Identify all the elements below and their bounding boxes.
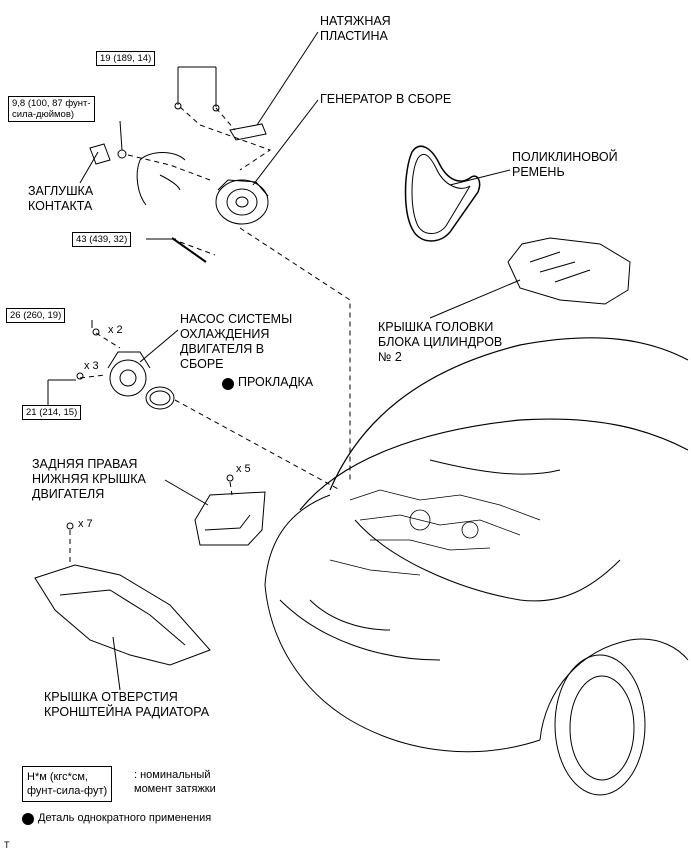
quantity-label: x 2 [108,324,123,336]
legend-unit-box: Н*м (кгс*см, фунт-сила-фут) [22,766,113,802]
leader-water-pump [139,329,179,363]
label-contact-plug: ЗАГЛУШКА КОНТАКТА [28,184,94,213]
legend-single-use-mark [22,813,34,825]
torque-box: 19 (189, 14) [96,51,156,66]
leader-contact-plug [79,151,99,184]
torque-box: 9,8 (100, 87 фунт- сила-дюймов) [8,96,95,122]
leader-rear-cover [164,479,209,506]
label-head-cover: КРЫШКА ГОЛОВКИ БЛОКА ЦИЛИНДРОВ № 2 [378,320,503,364]
label-tension-plate: НАТЯЖНАЯ ПЛАСТИНА [320,14,391,43]
leader-tension-plate [256,31,319,126]
label-radiator-cover: КРЫШКА ОТВЕРСТИЯ КРОНШТЕЙНА РАДИАТОРА [44,690,210,719]
label-gasket: ПРОКЛАДКА [238,375,314,389]
label-v-belt: ПОЛИКЛИНОВОЙ РЕМЕНЬ [512,150,618,179]
label-rear-cover: ЗАДНЯЯ ПРАВАЯ НИЖНЯЯ КРЫШКА ДВИГАТЕЛЯ [32,457,146,501]
torque-box: 21 (214, 15) [22,405,82,420]
quantity-label: x 7 [78,518,93,530]
label-water-pump: НАСОС СИСТЕМЫ ОХЛАЖДЕНИЯ ДВИГАТЕЛЯ В СБО… [180,312,293,371]
legend-unit-description: : номинальный момент затяжки [134,769,216,795]
leader-v-belt [449,169,511,186]
torque-box: 26 (260, 19) [6,308,66,323]
leader-head-cover [429,279,521,319]
label-alternator: ГЕНЕРАТОР В СБОРЕ [320,92,452,106]
single-use-mark [222,378,234,390]
corner-mark: T [4,840,10,850]
quantity-label: x 3 [84,360,99,372]
legend-single-use-text: Деталь однократного применения [38,812,212,824]
leader-radiator-cover [112,636,121,691]
quantity-label: x 5 [236,463,251,475]
torque-box: 43 (439, 32) [72,232,132,247]
leader-alternator [252,99,319,186]
